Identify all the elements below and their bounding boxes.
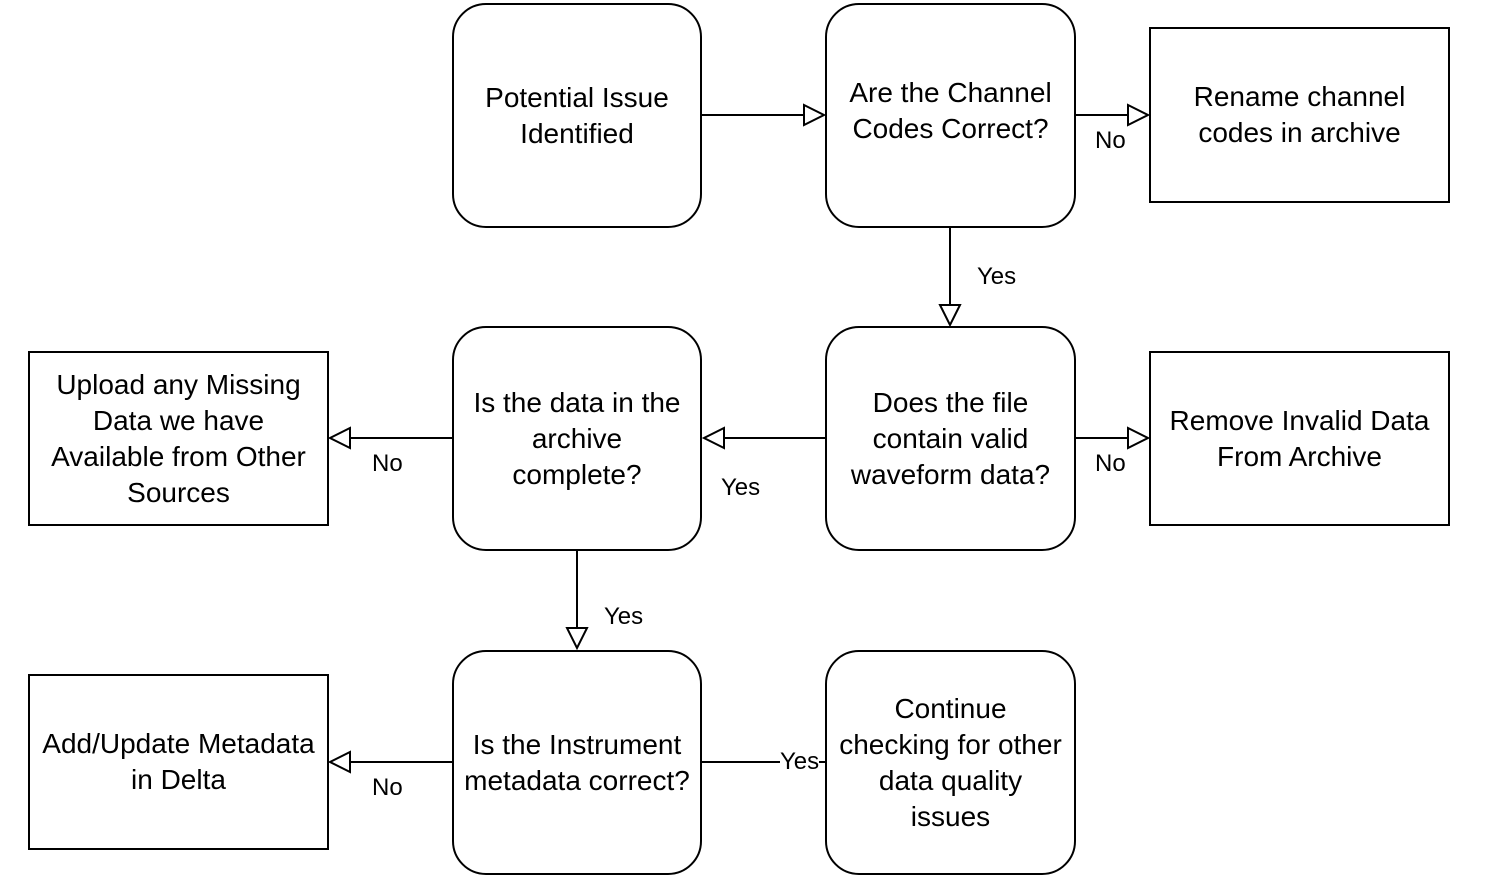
continue-checking-label: Continue checking for other data quality… (839, 692, 1062, 832)
valid-waveform-decision-node: Does the file contain valid waveform dat… (825, 326, 1076, 551)
edge-label-complete-yes: Yes (604, 603, 644, 630)
edge-label-metadata-no: No (372, 774, 403, 801)
edge-label-complete-no: No (372, 450, 403, 477)
metadata-correct-label: Is the Instrument metadata correct? (464, 728, 690, 796)
archive-complete-decision-node: Is the data in the archive complete? (452, 326, 702, 551)
remove-invalid-label: Remove Invalid Data From Archive (1169, 404, 1430, 472)
edge-label-waveform-no: No (1095, 450, 1126, 477)
channel-codes-decision-node: Are the Channel Codes Correct? (825, 3, 1076, 228)
edge-label-metadata-yes: Yes (780, 748, 820, 775)
upload-missing-label: Upload any Missing Data we have Availabl… (51, 368, 306, 508)
edge-label-waveform-yes: Yes (721, 474, 761, 501)
upload-missing-node: Upload any Missing Data we have Availabl… (28, 351, 329, 526)
rename-codes-label: Rename channel codes in archive (1193, 81, 1406, 148)
potential-issue-node: Potential Issue Identified (452, 3, 702, 228)
edge-label-codes-no: No (1095, 127, 1126, 154)
archive-complete-label: Is the data in the archive complete? (473, 386, 681, 490)
channel-codes-label: Are the Channel Codes Correct? (849, 76, 1052, 144)
metadata-correct-decision-node: Is the Instrument metadata correct? (452, 650, 702, 875)
continue-checking-node: Continue checking for other data quality… (825, 650, 1076, 875)
valid-waveform-label: Does the file contain valid waveform dat… (850, 386, 1051, 490)
potential-issue-label: Potential Issue Identified (485, 81, 669, 149)
remove-invalid-node: Remove Invalid Data From Archive (1149, 351, 1450, 526)
add-update-metadata-node: Add/Update Metadata in Delta (28, 674, 329, 850)
edge-label-codes-yes: Yes (977, 263, 1017, 290)
rename-codes-node: Rename channel codes in archive (1149, 27, 1450, 203)
add-update-metadata-label: Add/Update Metadata in Delta (42, 728, 315, 795)
